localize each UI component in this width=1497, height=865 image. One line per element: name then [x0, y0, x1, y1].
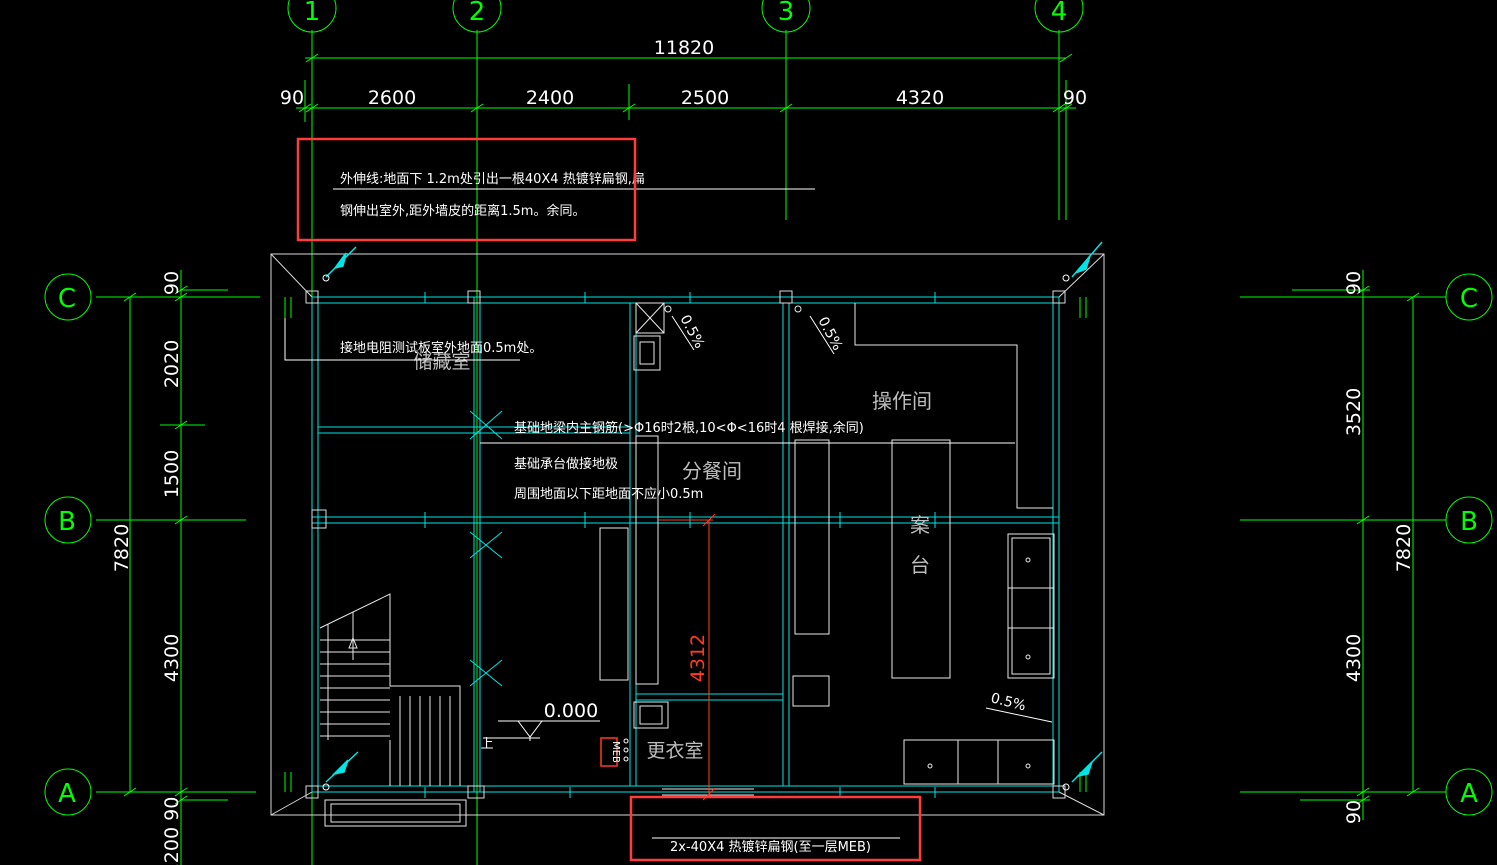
axis-bubble-1: 1 [287, 0, 337, 33]
structural-columns [305, 290, 1066, 799]
elevation-mark [483, 720, 600, 741]
meb-box[interactable]: MEB [600, 737, 621, 767]
room-label-locker: 更衣室 [646, 740, 703, 762]
grounding-points [322, 274, 1070, 791]
fixtures [324, 302, 1055, 827]
dim-right-top: 90 [1343, 271, 1365, 295]
dim-right-seg-1: 3520 [1343, 388, 1365, 436]
svg-text:1: 1 [304, 0, 321, 27]
note-leader-lines [284, 188, 1015, 839]
svg-text:B: B [58, 507, 76, 537]
svg-text:C: C [58, 284, 76, 314]
dim-right-seg-3: 90 [1343, 800, 1365, 824]
note-pile-cap-1: 基础承台做接地极 [514, 456, 618, 472]
note-test-plate: 接地电阻测试板室外地面0.5m处。 [340, 340, 542, 356]
staircase [319, 593, 461, 786]
note-beam-rebar: 基础地梁内主钢筋(>Φ16时2根,10<Φ<16时4 根焊接,余同) [514, 420, 864, 436]
dim-top-seg-6: 90 [1063, 87, 1087, 109]
svg-text:C: C [1460, 284, 1478, 314]
svg-text:A: A [1460, 779, 1478, 809]
axis-bubble-C-right: C [1445, 273, 1493, 321]
meb-terminals [623, 738, 629, 762]
dim-left-seg-2: 1500 [161, 450, 183, 498]
svg-text:4: 4 [1051, 0, 1068, 27]
dim-top-seg-4: 2500 [681, 87, 729, 109]
dim-left-seg-1: 2020 [161, 340, 183, 388]
axis-bubble-2: 2 [452, 0, 502, 33]
dim-left-seg-4: 1200 90 [161, 797, 183, 865]
dim-right-overall: 7820 [1393, 524, 1415, 572]
dim-top-seg-2: 2600 [368, 87, 416, 109]
axis-bubble-B-right: B [1445, 496, 1493, 544]
axis-bubble-B-left: B [44, 496, 92, 544]
dim-top-seg-3: 2400 [526, 87, 574, 109]
svg-text:2: 2 [469, 0, 486, 27]
room-label-counter-1: 案 [910, 513, 930, 537]
wall-ticks [424, 292, 936, 798]
note-outer-lead-line2: 钢伸出室外,距外墙皮的距离1.5m。余同。 [340, 203, 585, 219]
highlight-box-outer-lead[interactable] [296, 137, 637, 242]
dim-left-overall: 7820 [111, 524, 133, 572]
elevation-value: 0.000 [544, 700, 598, 722]
stair-up-label: 上 [480, 737, 493, 752]
dim-top-seg-1: 90 [280, 87, 304, 109]
right-dimension-lines [1292, 270, 1420, 820]
pile-cap-marks [469, 410, 503, 687]
room-label-operation: 操作间 [872, 389, 932, 413]
dim-right-seg-2: 4300 [1343, 634, 1365, 682]
axis-bubble-3: 3 [761, 0, 811, 33]
svg-text:A: A [58, 779, 76, 809]
grounding-lead-arrows [325, 241, 1103, 783]
svg-text:B: B [1460, 507, 1478, 537]
room-label-storage: 储藏室 [413, 351, 470, 373]
slope-label-1: 0.5% [676, 312, 707, 351]
dim-left-top: 90 [161, 271, 183, 295]
red-dimension [659, 513, 716, 801]
note-pile-cap-2: 周围地面以下距地面不应小0.5m [514, 486, 703, 502]
red-dim-value: 4312 [687, 634, 709, 682]
slope-label-3: 0.5% [989, 690, 1027, 714]
axis-bubble-A-left: A [44, 768, 92, 816]
slope-arrows [671, 315, 1053, 723]
top-dimension-lines [296, 53, 1076, 220]
dim-overall-top: 11820 [654, 37, 714, 59]
note-outer-lead-line1: 外伸线:地面下 1.2m处引出一根40X4 热镀锌扁钢,扁 [340, 171, 645, 187]
room-label-counter-2: 台 [910, 553, 930, 577]
dim-left-seg-3: 4300 [161, 634, 183, 682]
left-dimension-lines [123, 270, 228, 865]
wall-stub-marks [284, 297, 1087, 792]
dim-top-seg-5: 4320 [896, 87, 944, 109]
highlight-box-meb[interactable] [629, 795, 922, 862]
svg-text:MEB: MEB [610, 741, 621, 763]
note-meb-flat-steel: 2x-40X4 热镀锌扁钢(至一层MEB) [670, 839, 871, 855]
room-label-serving: 分餐间 [682, 459, 742, 483]
eaves-outline [270, 253, 1105, 816]
axis-bubble-A-right: A [1445, 768, 1493, 816]
axis-bubble-4: 4 [1034, 0, 1084, 33]
axis-bubble-C-left: C [44, 273, 92, 321]
svg-text:3: 3 [778, 0, 795, 27]
